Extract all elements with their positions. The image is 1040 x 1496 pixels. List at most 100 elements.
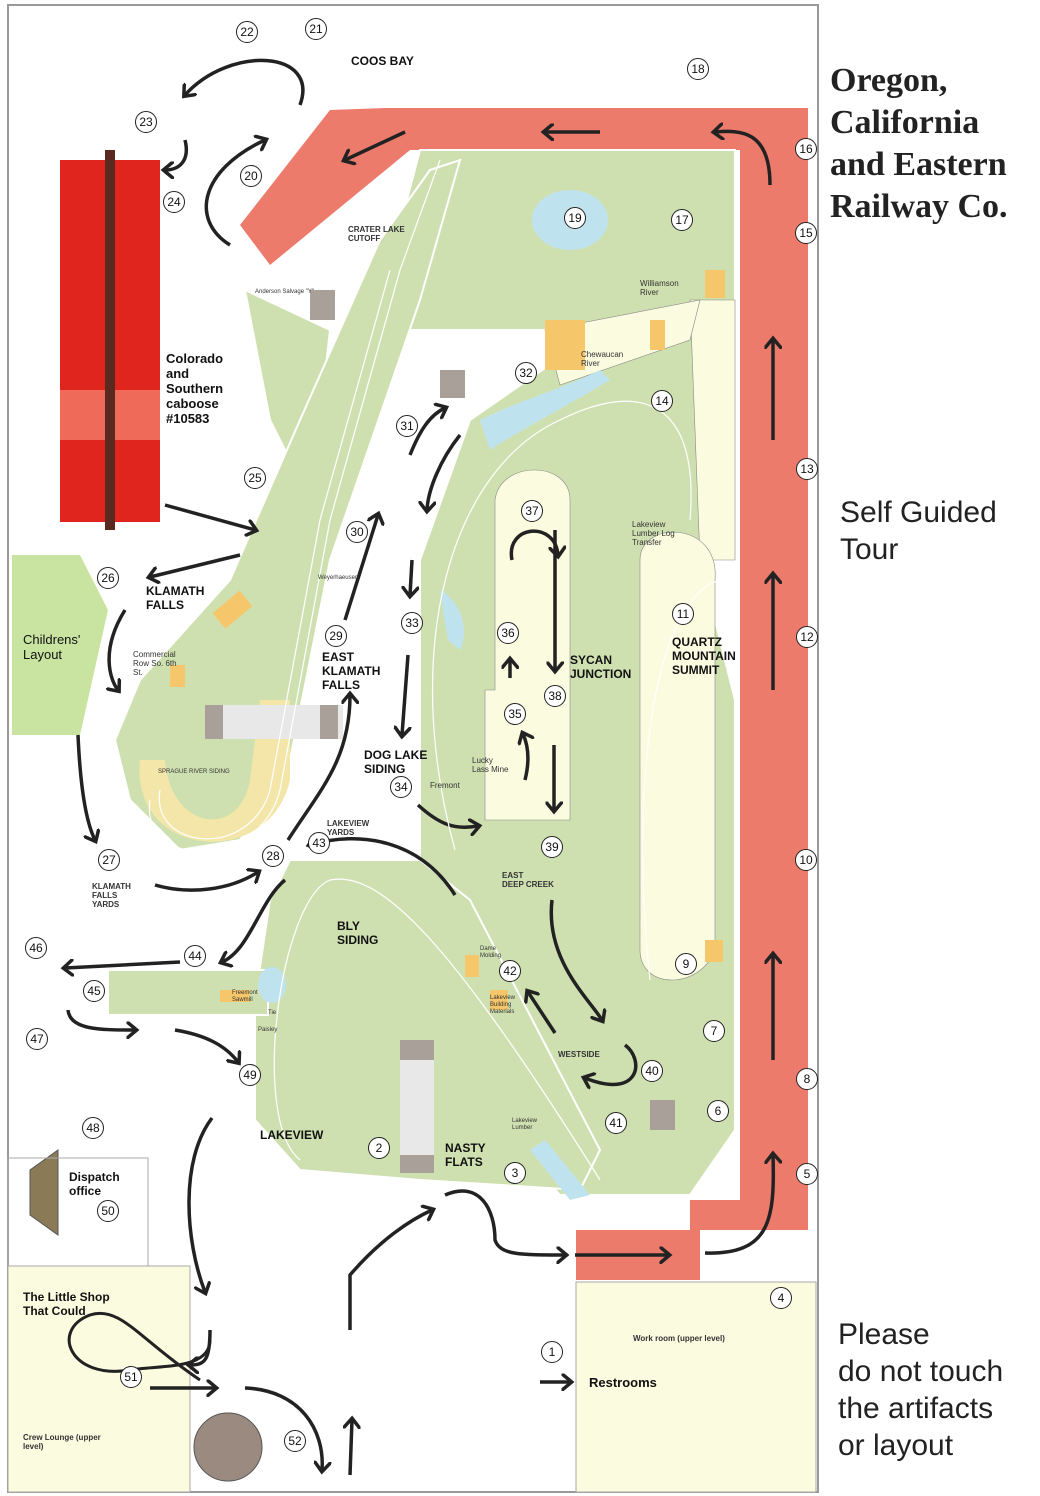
tour-stop-6: 6 bbox=[707, 1100, 729, 1122]
tour-arrow bbox=[704, 1155, 773, 1255]
tour-stop-14: 14 bbox=[651, 390, 673, 412]
tour-arrow bbox=[185, 58, 305, 106]
label-childrens: Childrens' Layout bbox=[23, 632, 81, 662]
label-building-materials: Lakeview Building Materials bbox=[490, 995, 516, 1015]
label-bly: BLY SIDING bbox=[337, 919, 379, 947]
tour-arrow bbox=[345, 130, 406, 160]
structures bbox=[205, 290, 675, 1173]
self-guided-tour-heading: Self Guided Tour bbox=[840, 496, 997, 566]
label-caboose: Colorado and Southern caboose #10583 bbox=[166, 351, 224, 426]
shop-room bbox=[7, 1265, 191, 1493]
tour-stop-24: 24 bbox=[163, 191, 185, 213]
tour-stop-4: 4 bbox=[770, 1287, 792, 1309]
tour-stop-10: 10 bbox=[795, 849, 817, 871]
tour-stop-47: 47 bbox=[26, 1028, 48, 1050]
label-coos-bay: COOS BAY bbox=[351, 54, 414, 68]
tour-arrow bbox=[509, 529, 558, 561]
tour-stop-30: 30 bbox=[346, 521, 368, 543]
tour-stop-16: 16 bbox=[795, 138, 817, 160]
tour-stop-22: 22 bbox=[236, 21, 258, 43]
tour-stop-5: 5 bbox=[796, 1163, 818, 1185]
label-klamath-yards: KLAMATH FALLS YARDS bbox=[92, 882, 131, 910]
label-sprague: SPRAGUE RIVER SIDING bbox=[158, 769, 230, 775]
label-lucky-lass: Lucky Lass Mine bbox=[472, 756, 509, 775]
label-crater-lake: CRATER LAKE CUTOFF bbox=[348, 225, 405, 244]
label-crew-lounge: Crew Lounge (upper level) bbox=[23, 1433, 101, 1452]
shop-loop-track bbox=[67, 1311, 212, 1382]
tour-arrow bbox=[427, 433, 462, 510]
railway-title: Oregon, California and Eastern Railway C… bbox=[830, 62, 1008, 225]
tour-stop-37: 37 bbox=[521, 500, 543, 522]
tour-stop-34: 34 bbox=[390, 776, 412, 798]
tour-stop-23: 23 bbox=[135, 111, 157, 133]
dispatch-desk bbox=[29, 1149, 59, 1236]
tour-stop-52: 52 bbox=[284, 1430, 306, 1452]
label-westside: WESTSIDE bbox=[558, 1050, 600, 1059]
tour-stop-12: 12 bbox=[796, 626, 818, 648]
tour-arrow bbox=[109, 609, 127, 690]
tour-stop-26: 26 bbox=[97, 567, 119, 589]
label-paisley: Paisley bbox=[258, 1027, 278, 1033]
tour-stop-13: 13 bbox=[796, 458, 818, 480]
tour-stop-1: 1 bbox=[541, 1341, 563, 1363]
do-not-touch-notice: Please do not touch the artifacts or lay… bbox=[838, 1318, 1004, 1462]
label-lakeview-lumber: Lakeview Lumber bbox=[512, 1118, 538, 1131]
label-dispatch: Dispatch office bbox=[69, 1170, 120, 1198]
tour-arrow bbox=[164, 503, 255, 530]
tour-arrow bbox=[350, 1420, 352, 1476]
tour-stop-32: 32 bbox=[515, 362, 537, 384]
tour-stop-43: 43 bbox=[308, 832, 330, 854]
label-sawmill: Freemont Sawmill bbox=[232, 990, 258, 1003]
tour-arrow bbox=[402, 654, 408, 735]
label-log-transfer: Lakeview Lumber Log Transfer bbox=[632, 520, 675, 548]
tour-stop-25: 25 bbox=[244, 467, 266, 489]
tour-arrow bbox=[165, 139, 188, 170]
tour-arrow bbox=[187, 1116, 214, 1292]
tracks bbox=[148, 159, 721, 1181]
tour-arrow bbox=[222, 878, 287, 962]
label-work-room: Work room (upper level) bbox=[633, 1334, 725, 1343]
tour-stop-11: 11 bbox=[672, 603, 694, 625]
tour-stop-2: 2 bbox=[368, 1137, 390, 1159]
sprague-loop bbox=[139, 700, 290, 842]
tour-arrow bbox=[585, 1043, 638, 1084]
tour-stop-29: 29 bbox=[325, 625, 347, 647]
spiral-stair bbox=[193, 1412, 263, 1482]
label-dame: Dame Molding bbox=[480, 946, 502, 959]
tour-arrow bbox=[348, 1210, 432, 1330]
tour-arrow bbox=[444, 1189, 565, 1255]
tour-arrow bbox=[150, 553, 241, 577]
tour-arrows bbox=[65, 58, 773, 1476]
tour-arrow bbox=[549, 899, 602, 1020]
tour-stop-36: 36 bbox=[497, 622, 519, 644]
tour-stop-31: 31 bbox=[396, 415, 418, 437]
tour-arrow bbox=[715, 131, 772, 186]
label-dog-lake: DOG LAKE SIDING bbox=[364, 748, 428, 776]
tour-stop-19: 19 bbox=[564, 207, 586, 229]
tour-stop-49: 49 bbox=[239, 1064, 261, 1086]
tour-stop-9: 9 bbox=[675, 953, 697, 975]
tour-stop-38: 38 bbox=[544, 685, 566, 707]
label-commercial-row: Commercial Row So. 6th St. bbox=[133, 650, 177, 678]
tour-arrow bbox=[65, 962, 181, 968]
tour-stop-48: 48 bbox=[82, 1117, 104, 1139]
tour-arrow bbox=[410, 559, 412, 595]
label-lakeview: LAKEVIEW bbox=[260, 1128, 324, 1142]
label-klamath-falls: KLAMATH FALLS bbox=[146, 584, 205, 612]
label-fremont: Fremont bbox=[430, 781, 460, 790]
label-east-deep-creek: EAST DEEP CREEK bbox=[502, 871, 554, 890]
tour-stop-17: 17 bbox=[671, 209, 693, 231]
label-nasty-flats: NASTY FLATS bbox=[445, 1141, 486, 1169]
tour-stop-45: 45 bbox=[83, 980, 105, 1002]
label-anderson: Anderson Salvage "Y" bbox=[255, 289, 314, 295]
tour-arrow bbox=[66, 1009, 135, 1030]
label-quartz: QUARTZ MOUNTAIN SUMMIT bbox=[672, 635, 736, 677]
tour-arrow bbox=[416, 803, 478, 827]
tour-stop-35: 35 bbox=[504, 703, 526, 725]
tour-stop-28: 28 bbox=[262, 845, 284, 867]
tour-arrow bbox=[523, 734, 528, 781]
label-little-shop: The Little Shop That Could bbox=[23, 1290, 110, 1318]
tour-stop-41: 41 bbox=[605, 1112, 627, 1134]
label-williamson: Williamson River bbox=[640, 279, 679, 298]
tour-stop-3: 3 bbox=[504, 1162, 526, 1184]
